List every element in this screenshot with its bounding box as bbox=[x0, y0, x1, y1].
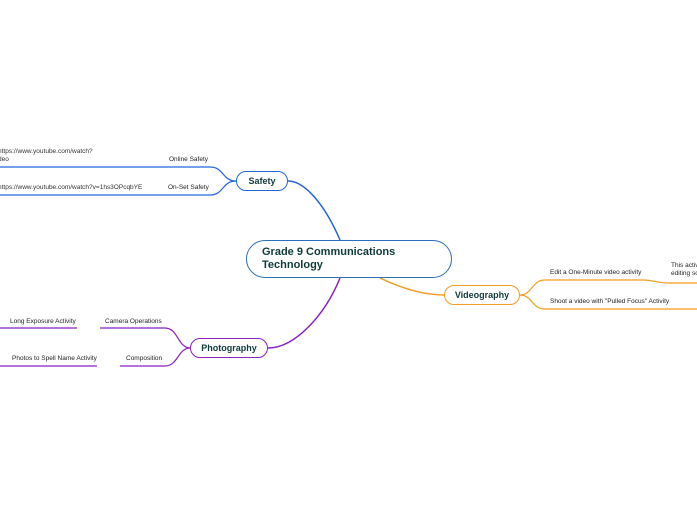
safety-to-onset-connector bbox=[165, 180, 237, 196]
online-safety-link-line2[interactable]: deo bbox=[0, 156, 9, 163]
edit-activity-label[interactable]: Edit a One-Minute video activity bbox=[550, 269, 642, 276]
safety-node[interactable]: Safety bbox=[236, 171, 288, 191]
central-to-videography-connector bbox=[379, 277, 445, 296]
onset-safety-link[interactable]: https://www.youtube.com/watch?v=1hs3OPcq… bbox=[0, 184, 143, 191]
safety-to-online-connector bbox=[165, 166, 237, 182]
central-topic[interactable]: Grade 9 Communications Technology bbox=[246, 240, 452, 278]
onset-safety-label[interactable]: On-Set Safety bbox=[168, 184, 209, 191]
videography-to-edit-connector bbox=[519, 279, 643, 296]
camera-operations-label[interactable]: Camera Operations bbox=[105, 318, 162, 325]
online-safety-link-line1[interactable]: https://www.youtube.com/watch? bbox=[0, 148, 93, 155]
photography-to-composition-connector bbox=[120, 347, 191, 367]
composition-label[interactable]: Composition bbox=[126, 355, 163, 362]
edit-note-line1[interactable]: This activ bbox=[671, 262, 697, 269]
edit-note-connector bbox=[642, 279, 697, 284]
videography-node[interactable]: Videography bbox=[444, 285, 520, 305]
central-to-photography-connector bbox=[267, 277, 341, 349]
safety-label: Safety bbox=[248, 176, 276, 186]
central-topic-title: Grade 9 Communications Technology bbox=[262, 246, 396, 271]
central-to-safety-connector bbox=[287, 180, 341, 241]
photography-label: Photography bbox=[201, 343, 257, 353]
photography-node[interactable]: Photography bbox=[190, 338, 268, 358]
pulled-focus-activity-label[interactable]: Shoot a video with "Pulled Focus" Activi… bbox=[550, 298, 670, 305]
videography-to-pulled-focus-connector bbox=[519, 294, 697, 310]
long-exposure-activity-label[interactable]: Long Exposure Activity bbox=[10, 318, 76, 325]
spell-name-activity-label[interactable]: Photos to Spell Name Activity bbox=[12, 355, 97, 362]
photography-to-camera-connector bbox=[100, 327, 191, 349]
videography-label: Videography bbox=[454, 290, 510, 300]
edit-note-line2[interactable]: editing so bbox=[671, 270, 697, 277]
online-safety-label[interactable]: Online Safety bbox=[169, 156, 209, 163]
